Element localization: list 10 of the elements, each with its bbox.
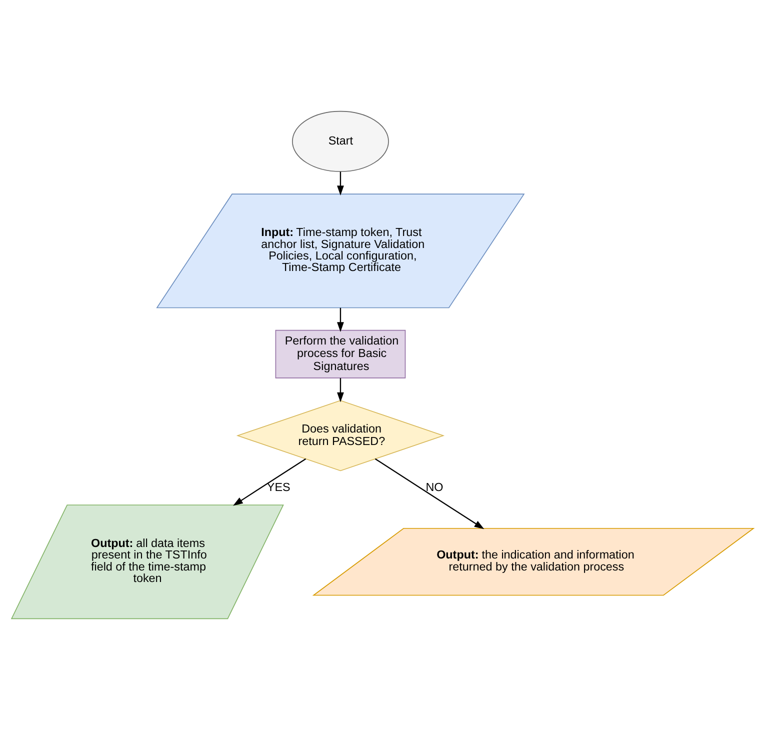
edge-label: YES — [266, 480, 290, 494]
arrow — [337, 172, 344, 196]
edge-label: NO — [426, 480, 444, 494]
arrow — [374, 458, 484, 530]
arrow — [233, 458, 306, 506]
arrow — [337, 378, 344, 402]
node-diamond: Does validation return PASSED? — [236, 400, 445, 472]
node-box: Perform the validation process for Basic Signatures — [275, 330, 406, 378]
node-ellipse: Start — [292, 110, 389, 172]
arrow — [337, 308, 344, 332]
